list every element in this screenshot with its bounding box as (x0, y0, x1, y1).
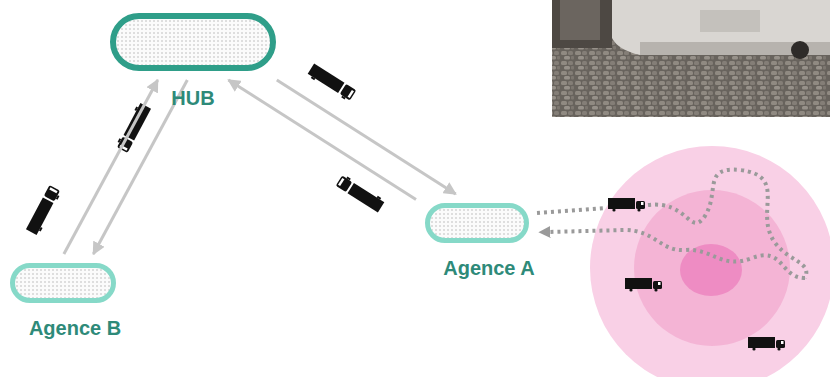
pill-shape (425, 203, 529, 243)
transport-arrow (228, 80, 416, 200)
agency-box: Agence B (10, 263, 116, 343)
truck-icon (26, 64, 785, 351)
node-label: Agence B (0, 317, 168, 340)
pill-shape (10, 263, 116, 303)
pill-shape (110, 13, 276, 71)
agency-box: Agence A (425, 203, 529, 283)
hub-box: HUB (110, 13, 276, 113)
delivery-round (537, 170, 806, 278)
node-label: HUB (70, 87, 316, 110)
street-photo (552, 0, 830, 117)
node-label: Agence A (397, 257, 581, 280)
transport-arrow (64, 80, 158, 254)
delivery-zone (590, 146, 830, 377)
transport-arrow (277, 80, 456, 194)
